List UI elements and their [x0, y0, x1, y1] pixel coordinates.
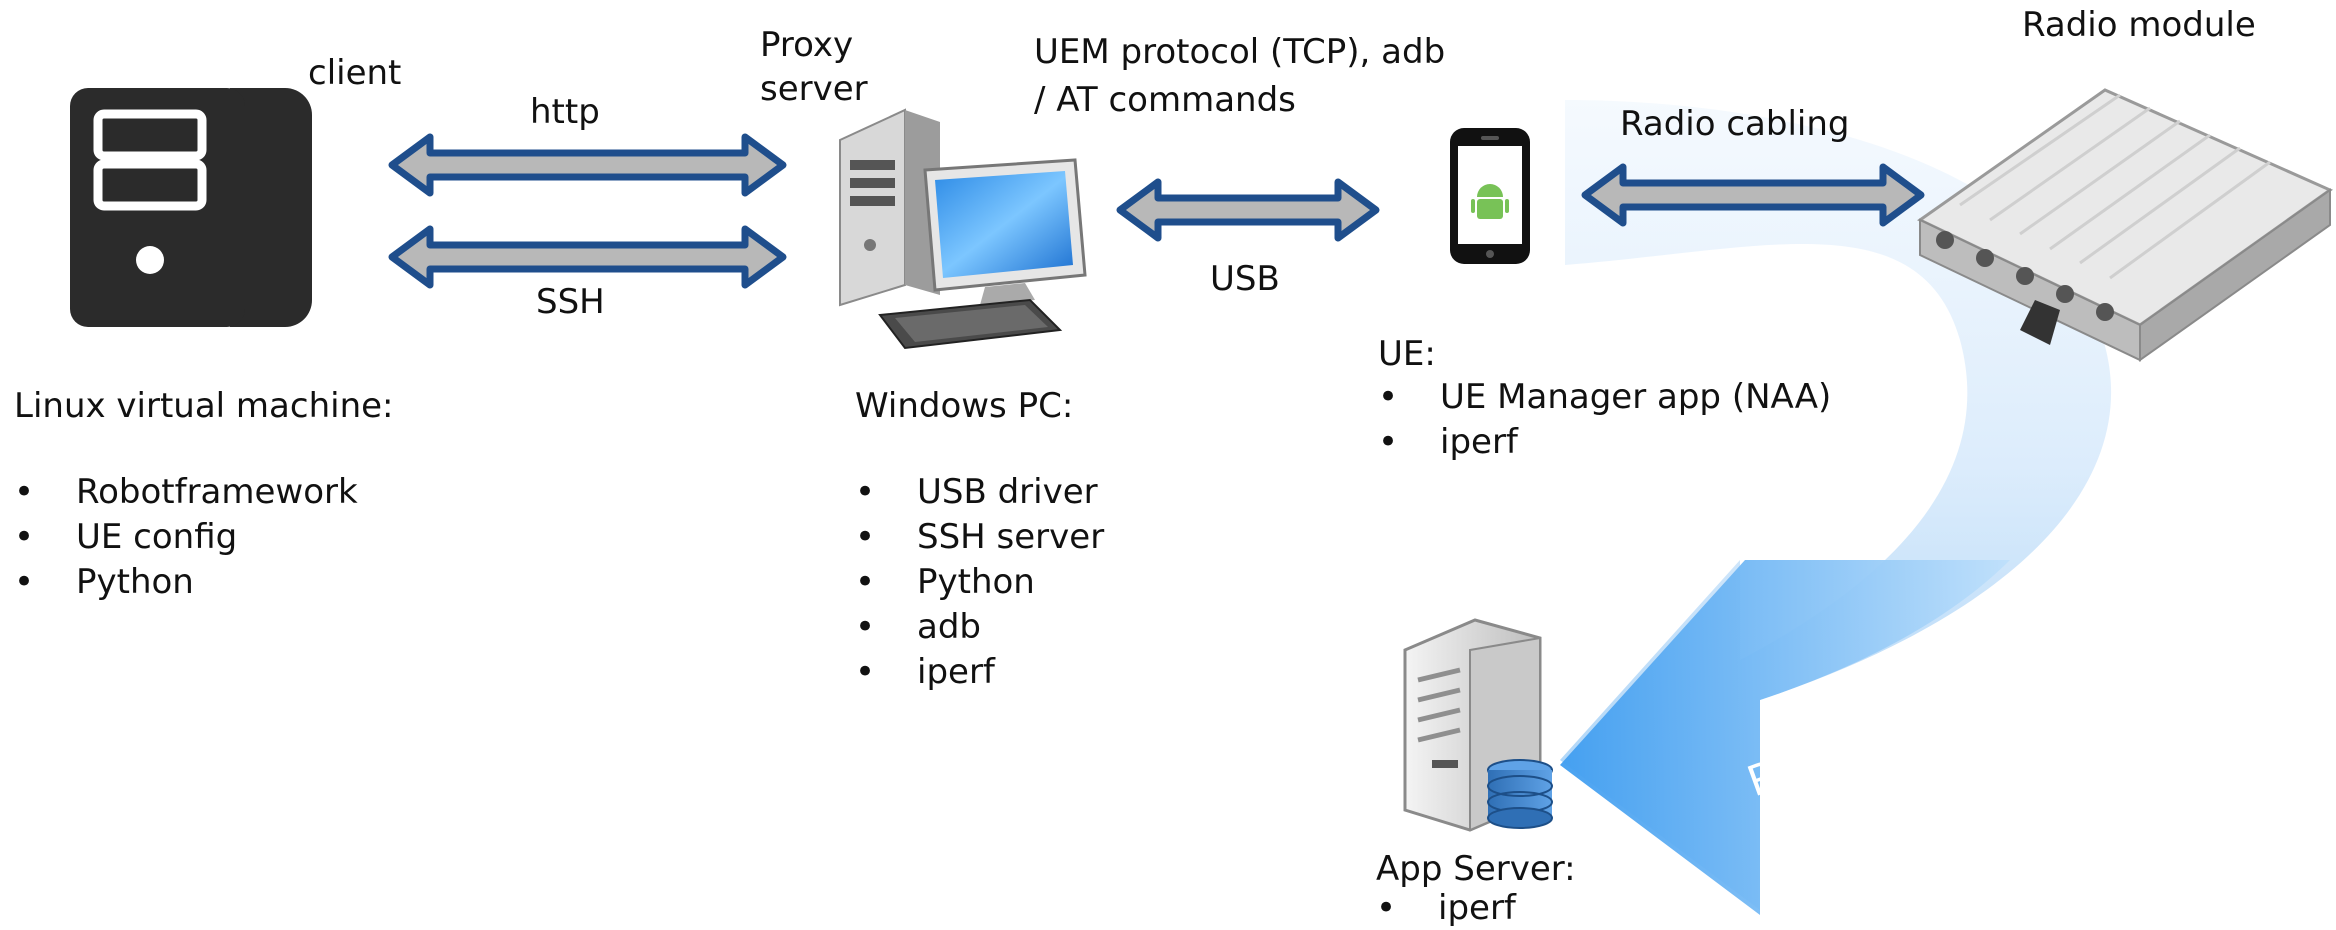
bullet: •: [1378, 422, 1399, 462]
android-phone-icon: [1450, 128, 1530, 264]
radio-module-icon: [1917, 88, 2334, 362]
bullet: •: [855, 472, 876, 512]
list-item: •Python: [855, 560, 1104, 605]
bullet: •: [855, 562, 876, 602]
list-item: •UE config: [14, 515, 358, 560]
bullet: •: [1376, 888, 1397, 928]
bullet: •: [855, 652, 876, 692]
list-item: •Robotframework: [14, 470, 358, 515]
server-tower-icon: [70, 88, 312, 327]
list-item: •adb: [855, 605, 1104, 650]
bullet: •: [1378, 377, 1399, 417]
usb-label: USB: [1210, 259, 1280, 299]
list-item: •UE Manager app (NAA): [1378, 375, 1831, 420]
radio-cabling-label: Radio cabling: [1620, 104, 1850, 144]
bullet: •: [14, 517, 35, 557]
app-server-heading: App Server:: [1376, 849, 1576, 889]
windows-pc-heading: Windows PC:: [855, 386, 1074, 426]
list-item: •iperf: [1376, 888, 1516, 928]
bullet: •: [855, 607, 876, 647]
client-label: client: [308, 53, 402, 93]
list-item: •iperf: [1378, 420, 1831, 465]
http-label: http: [530, 92, 600, 132]
windows-pc-list: •USB driver •SSH server •Python •adb •ip…: [855, 470, 1104, 695]
bullet: •: [855, 517, 876, 557]
proxy-label-line2: server: [760, 69, 868, 109]
database-server-icon: [1403, 618, 1553, 832]
uem-label-line2: / AT commands: [1034, 80, 1296, 120]
bullet: •: [14, 472, 35, 512]
usb-arrow[interactable]: [1116, 178, 1380, 242]
ue-heading: UE:: [1378, 334, 1436, 374]
desktop-pc-icon: [839, 108, 1087, 350]
list-item: •iperf: [855, 650, 1104, 695]
linux-vm-list: •Robotframework •UE config •Python: [14, 470, 358, 605]
ssh-label: SSH: [536, 282, 605, 322]
proxy-label-line1: Proxy: [760, 25, 854, 65]
bullet: •: [14, 562, 35, 602]
radio-network-arrow: [1560, 100, 2112, 915]
list-item: •USB driver: [855, 470, 1104, 515]
radio-module-label: Radio module: [2022, 5, 2256, 45]
list-item: •SSH server: [855, 515, 1104, 560]
list-item: •Python: [14, 560, 358, 605]
http-arrow[interactable]: [388, 133, 787, 197]
uem-label-line1: UEM protocol (TCP), adb: [1034, 32, 1446, 72]
radio-cabling-arrow[interactable]: [1581, 163, 1925, 227]
ue-list: •UE Manager app (NAA) •iperf: [1378, 375, 1831, 465]
linux-vm-heading: Linux virtual machine:: [14, 386, 394, 426]
ssh-arrow[interactable]: [388, 225, 787, 289]
app-server-list: •iperf: [1376, 888, 1516, 928]
